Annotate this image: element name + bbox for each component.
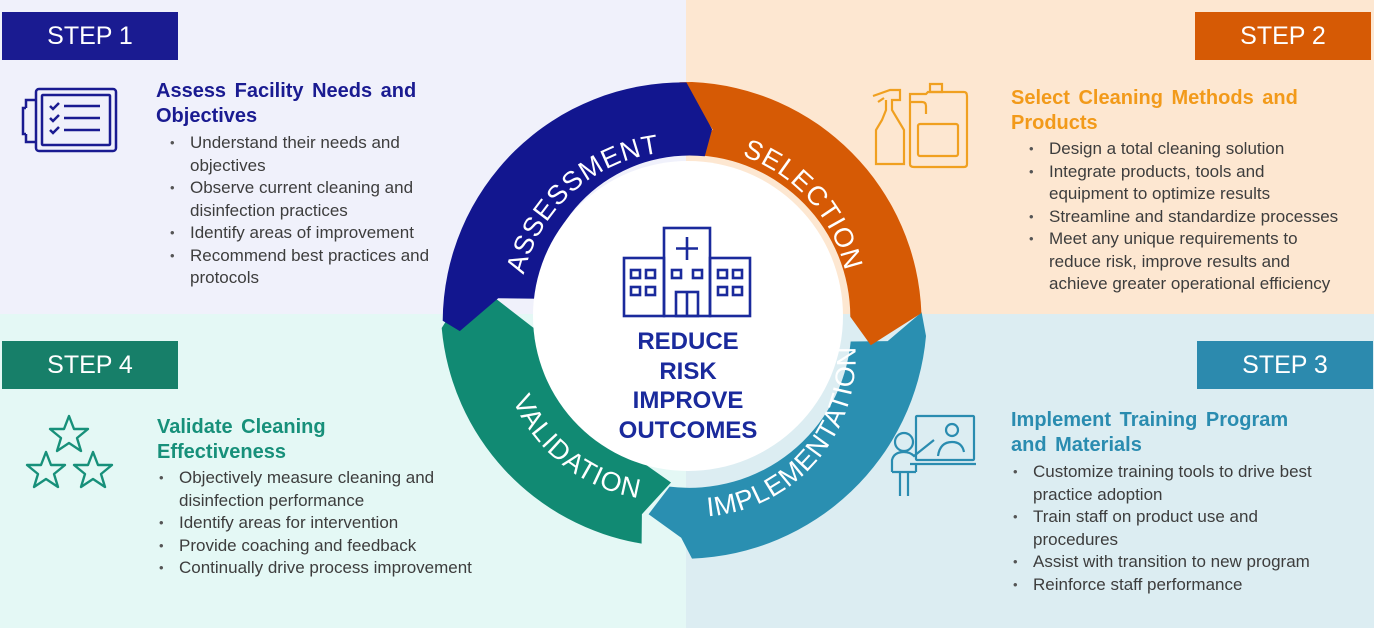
assess-heading: Assess Facility Needs and Objectives	[156, 80, 417, 127]
list-item: Assist with transition to new program	[1011, 551, 1341, 574]
list-item: Recommend best practices and protocols	[168, 245, 458, 290]
checklist-clipboard-icon	[21, 87, 118, 153]
center-line-1: REDUCE	[637, 328, 739, 355]
step-3-tag: STEP 3	[1197, 341, 1373, 389]
list-item: Provide coaching and feedback	[157, 535, 477, 558]
list-item: Integrate products, tools and equipment …	[1027, 161, 1347, 206]
list-item: Continually drive process improvement	[157, 557, 477, 580]
list-item: Understand their needs and objectives	[168, 132, 458, 177]
list-item: Design a total cleaning solution	[1027, 138, 1347, 161]
implement-bullet-list: Customize training tools to drive best p…	[1011, 461, 1341, 596]
validation-segment	[441, 298, 671, 544]
list-item: Customize training tools to drive best p…	[1011, 461, 1341, 506]
center-message: REDUCE RISK IMPROVE OUTCOMES	[588, 327, 788, 445]
implement-heading: Implement Training Program and Materials	[1011, 409, 1289, 456]
list-item: Identify areas for intervention	[157, 512, 477, 535]
center-line-2: RISK	[659, 357, 717, 385]
validate-heading: Validate Cleaning Effectiveness	[157, 416, 326, 463]
select-heading: Select Cleaning Methods and Products	[1011, 87, 1298, 134]
cleaning-products-icon	[872, 82, 969, 169]
three-stars-icon	[25, 414, 114, 489]
select-bullet-list: Design a total cleaning solution Integra…	[1027, 138, 1347, 296]
assess-bullet-list: Understand their needs and objectives Ob…	[168, 132, 458, 290]
step-2-tag: STEP 2	[1195, 12, 1371, 60]
list-item: Identify areas of improvement	[168, 222, 458, 245]
list-item: Reinforce staff performance	[1011, 574, 1341, 597]
list-item: Train staff on product use and procedure…	[1011, 506, 1341, 551]
selection-segment	[679, 82, 922, 346]
list-item: Observe current cleaning and disinfectio…	[168, 177, 458, 222]
list-item: Meet any unique requirements to reduce r…	[1027, 228, 1347, 296]
center-line-4: OUTCOMES	[618, 416, 758, 444]
list-item: Streamline and standardize processes	[1027, 206, 1347, 229]
implementation-segment	[648, 312, 926, 559]
center-line-3: IMPROVE	[632, 387, 744, 414]
hospital-icon	[622, 226, 752, 318]
presenter-training-icon	[890, 414, 976, 496]
list-item: Objectively measure cleaning and disinfe…	[157, 467, 477, 512]
step-1-tag: STEP 1	[2, 12, 178, 60]
step-4-tag: STEP 4	[2, 341, 178, 389]
validate-bullet-list: Objectively measure cleaning and disinfe…	[157, 467, 477, 580]
assessment-segment	[442, 82, 713, 332]
